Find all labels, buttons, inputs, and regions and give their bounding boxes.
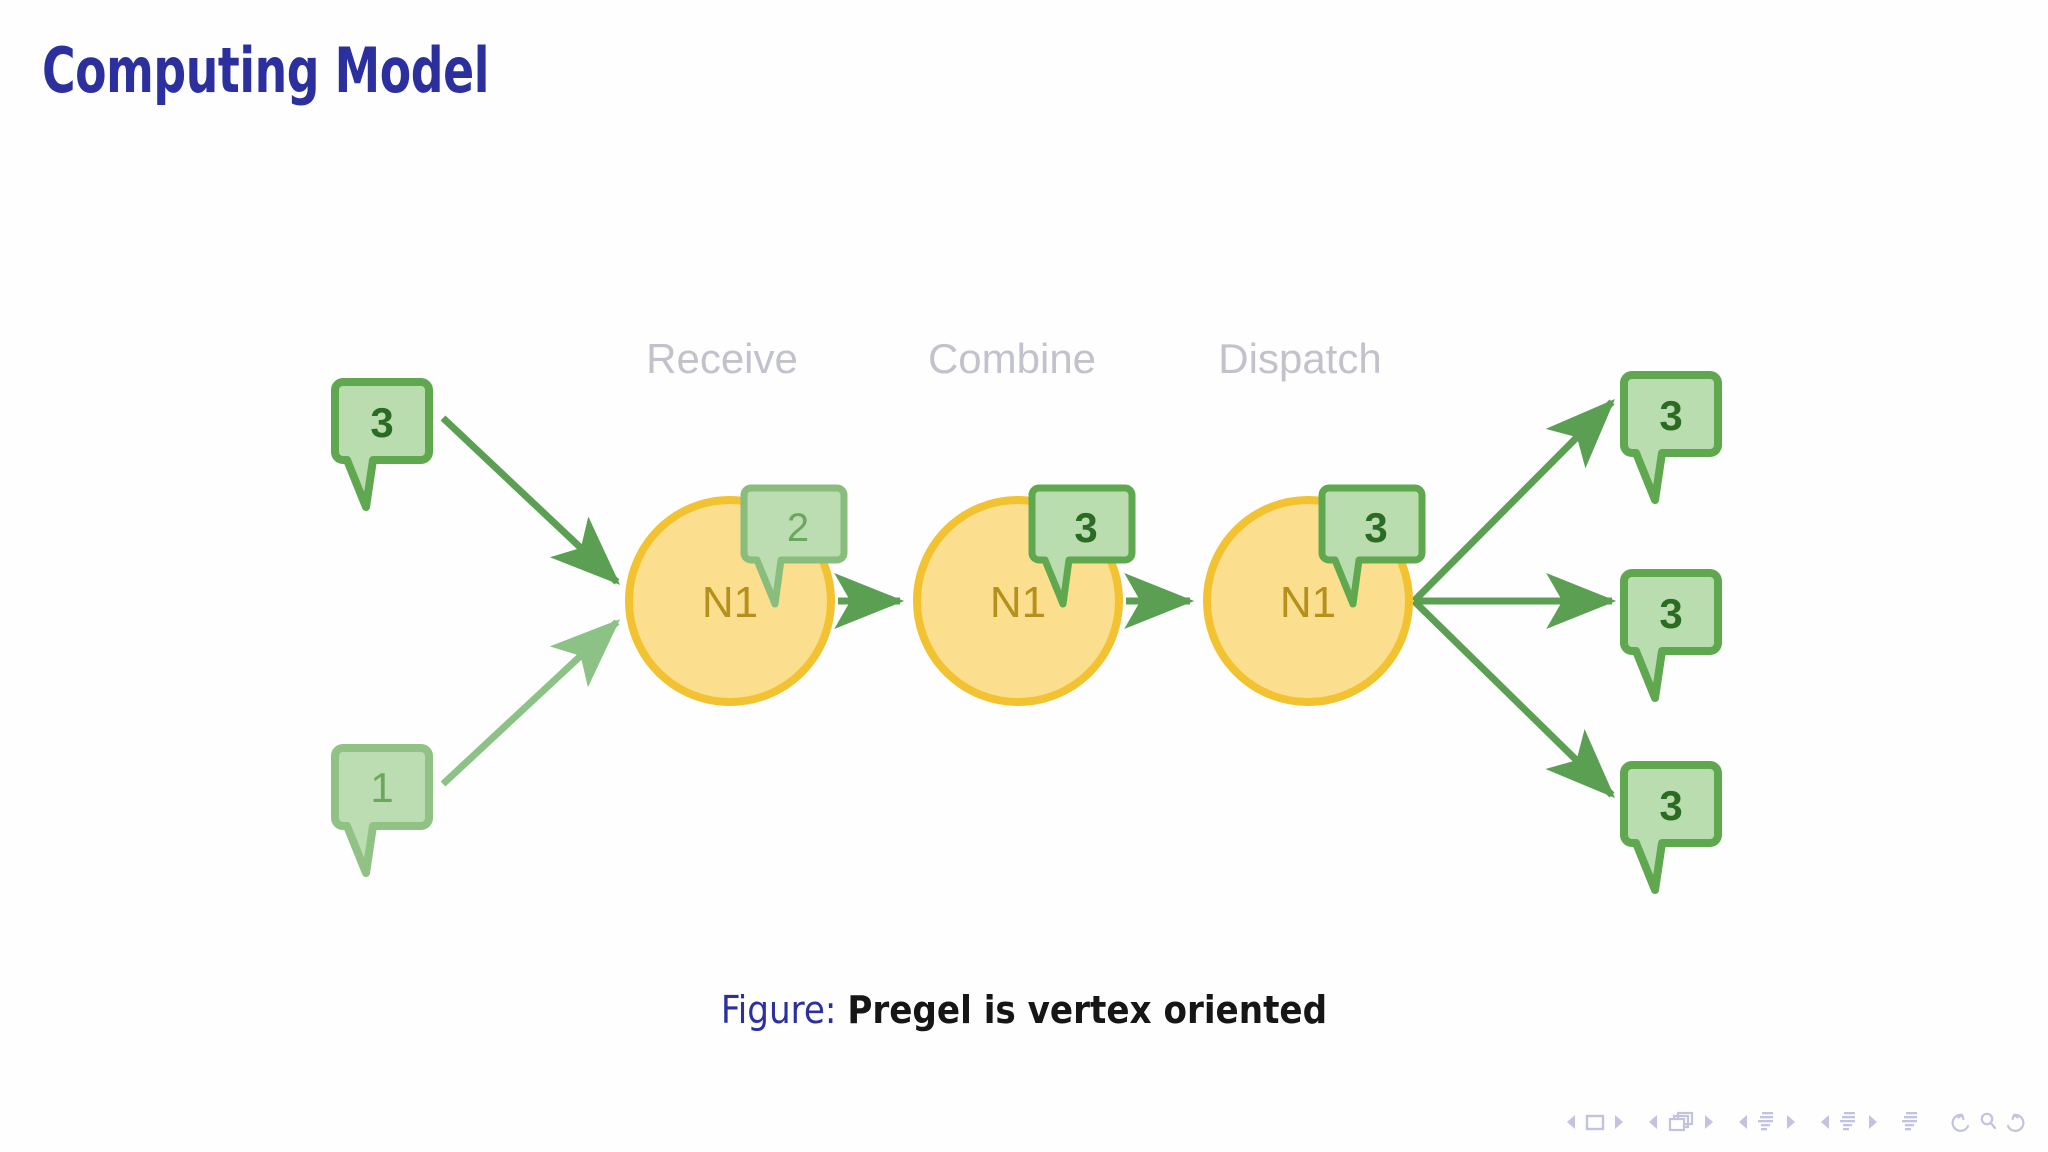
node-combine-label: N1: [990, 578, 1046, 627]
output-message-bottom-bubble: [1620, 761, 1722, 894]
node-dispatch-label: N1: [1280, 578, 1336, 627]
output-message-middle-bubble: [1620, 569, 1722, 702]
edge-input-bottom: [440, 619, 621, 787]
beamer-navigation-bar[interactable]: [1564, 1110, 2028, 1134]
output-message-top-bubble: [1620, 371, 1722, 504]
document-icon[interactable]: [1900, 1110, 1922, 1134]
next-slide-icon[interactable]: [1612, 1113, 1626, 1131]
node-receive-label: N1: [702, 578, 758, 627]
output-message-bottom[interactable]: 3: [1620, 761, 1722, 894]
input-message-top-value: 3: [370, 399, 393, 446]
output-message-bottom-value: 3: [1659, 782, 1682, 829]
edge-input-top: [440, 415, 621, 585]
edge-output-top: [1411, 399, 1615, 604]
stage-label-dispatch: Dispatch: [1218, 335, 1381, 382]
output-message-middle-value: 3: [1659, 590, 1682, 637]
previous-frame-icon[interactable]: [1646, 1113, 1660, 1131]
next-frame-icon[interactable]: [1702, 1113, 1716, 1131]
next-section-icon[interactable]: [1866, 1113, 1880, 1131]
document-navigation: [1900, 1110, 1922, 1134]
figure-caption: Figure: Pregel is vertex oriented: [0, 988, 2048, 1032]
input-message-top[interactable]: 3: [331, 378, 433, 511]
node-receive-badge[interactable]: 2: [740, 484, 848, 608]
input-message-top-bubble: [331, 378, 433, 511]
previous-slide-icon[interactable]: [1564, 1113, 1578, 1131]
output-message-top[interactable]: 3: [1620, 371, 1722, 504]
node-receive-badge-bubble: [740, 484, 848, 608]
current-slide-icon[interactable]: [1584, 1112, 1606, 1132]
forward-icon[interactable]: [2002, 1110, 2028, 1134]
node-dispatch-badge-value: 3: [1364, 504, 1387, 551]
next-subsection-icon[interactable]: [1784, 1113, 1798, 1131]
node-receive-badge-value: 2: [787, 506, 809, 550]
figure-caption-label: Figure:: [720, 988, 837, 1032]
node-combine-badge-value: 3: [1074, 504, 1097, 551]
output-message-middle[interactable]: 3: [1620, 569, 1722, 702]
edge-output-bottom: [1411, 598, 1615, 798]
outgoing-edges: [1411, 399, 1617, 798]
page-title: Computing Model: [42, 34, 489, 107]
node-combine-badge[interactable]: 3: [1028, 484, 1136, 608]
previous-section-icon[interactable]: [1818, 1113, 1832, 1131]
search-icon[interactable]: [1976, 1110, 2000, 1134]
node-combine-badge-bubble: [1028, 484, 1136, 608]
back-icon[interactable]: [1948, 1110, 1974, 1134]
current-frame-icon[interactable]: [1666, 1110, 1696, 1134]
subsection-navigation: [1736, 1110, 1798, 1134]
previous-subsection-icon[interactable]: [1736, 1113, 1750, 1131]
node-dispatch-badge-bubble: [1318, 484, 1426, 608]
input-message-bottom-value: 1: [370, 764, 393, 811]
input-message-bottom[interactable]: 1: [331, 744, 433, 877]
slide-navigation: [1564, 1112, 1626, 1132]
figure-caption-text: Pregel is vertex oriented: [847, 988, 1328, 1032]
node-dispatch-badge[interactable]: 3: [1318, 484, 1426, 608]
stage-label-receive: Receive: [646, 335, 798, 382]
current-section-icon[interactable]: [1838, 1110, 1860, 1134]
stage-label-combine: Combine: [928, 335, 1096, 382]
output-message-top-value: 3: [1659, 392, 1682, 439]
section-navigation: [1818, 1110, 1880, 1134]
frame-navigation: [1646, 1110, 1716, 1134]
input-message-bottom-bubble: [331, 744, 433, 877]
history-navigation: [1948, 1110, 2028, 1134]
stage-labels: Receive Combine Dispatch: [646, 335, 1382, 382]
incoming-edges: [440, 415, 621, 787]
current-subsection-icon[interactable]: [1756, 1110, 1778, 1134]
